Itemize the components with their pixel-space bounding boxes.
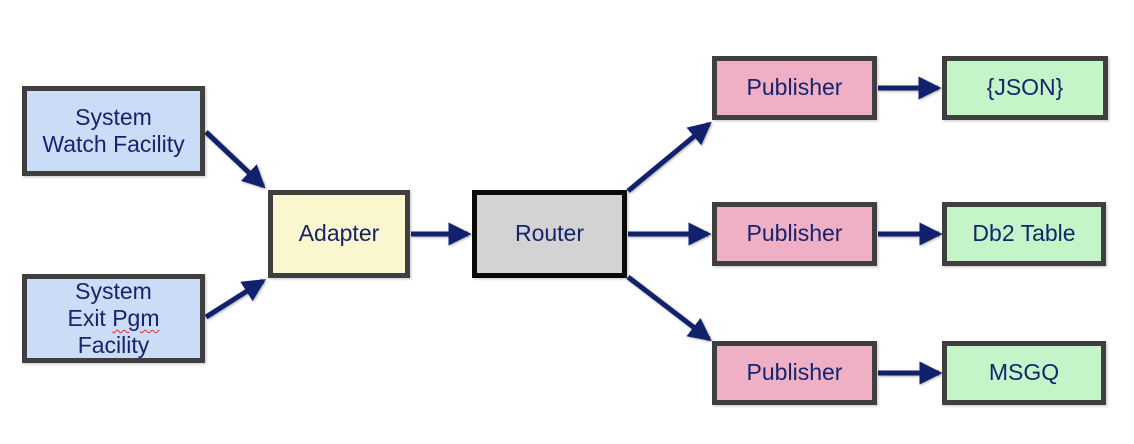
node-label: Publisher <box>746 74 843 101</box>
arrow-watch-to-adapter <box>204 130 266 189</box>
arrow-router-to-publisher-1 <box>626 121 712 193</box>
node-label-line: Watch Facility <box>42 131 185 157</box>
node-publisher-middle: Publisher <box>712 202 877 266</box>
node-label: Publisher <box>746 220 843 247</box>
node-system-exit-pgm-facility: System Exit Pgm Facility <box>22 274 205 363</box>
node-json-output: {JSON} <box>942 56 1108 120</box>
node-router: Router <box>472 190 627 278</box>
misspelled-word: Pgm <box>112 304 160 331</box>
node-label-line: System <box>75 103 152 130</box>
node-label: Adapter <box>298 220 380 247</box>
node-label: {JSON} <box>986 74 1064 101</box>
arrow-router-to-publisher-3 <box>626 275 712 342</box>
node-label: Db2 Table <box>972 220 1076 247</box>
node-db2-table-output: Db2 Table <box>942 202 1106 266</box>
node-publisher-bottom: Publisher <box>712 341 877 405</box>
node-label-line: Facility <box>77 332 150 359</box>
node-label-line: System <box>75 277 152 304</box>
node-publisher-top: Publisher <box>712 56 877 120</box>
arrow-exit-to-adapter <box>204 278 266 320</box>
node-label: MSGQ <box>988 359 1060 386</box>
node-adapter: Adapter <box>268 190 410 278</box>
node-label-line: Exit Pgm <box>67 305 159 332</box>
node-system-watch-facility: System Watch Facility <box>22 86 205 176</box>
node-label: Router <box>514 220 585 247</box>
node-label: Publisher <box>746 359 843 386</box>
node-msgq-output: MSGQ <box>942 341 1106 405</box>
node-label-word: Exit <box>67 304 106 331</box>
